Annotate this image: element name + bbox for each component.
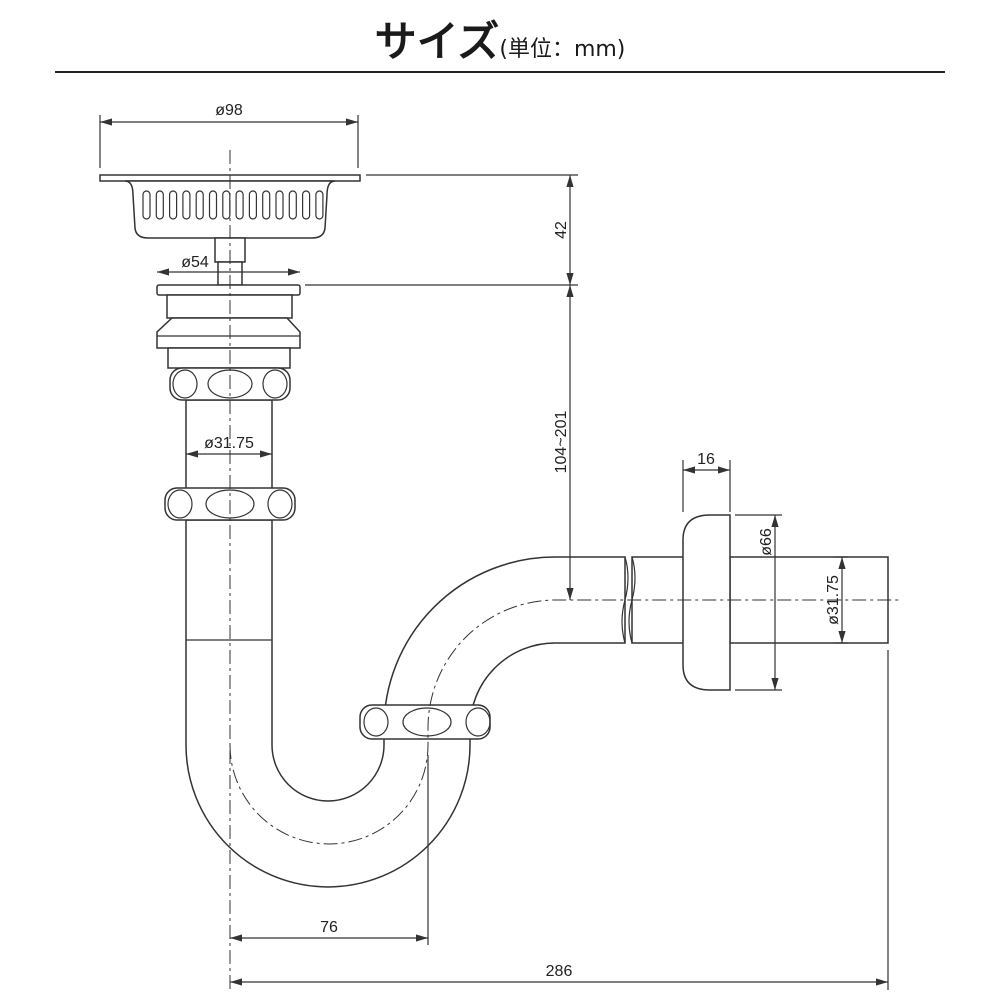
- dim-trap-width: 76: [320, 919, 338, 936]
- strainer-slot: [248, 190, 257, 220]
- strainer-slot: [288, 190, 297, 220]
- dim-escutcheon-thickness: 16: [697, 451, 715, 468]
- strainer-slot: [142, 190, 151, 220]
- dim-flange-diameter: ø54: [181, 254, 209, 271]
- title-main: サイズ: [374, 17, 500, 66]
- strainer-slot: [182, 190, 191, 220]
- centerlines: [229, 150, 900, 990]
- dim-pipe-diameter-vertical: ø31.75: [204, 435, 254, 452]
- page-title: サイズ(単位：mm): [0, 8, 1000, 69]
- strainer-slot: [315, 190, 324, 220]
- dim-total-width: 286: [546, 963, 573, 980]
- strainer-slot: [195, 190, 204, 220]
- dim-escutcheon-diameter: ø66: [758, 528, 775, 556]
- strainer-slot: [262, 190, 271, 220]
- strainer-slot: [155, 190, 164, 220]
- strainer-slot: [275, 190, 284, 220]
- dimension-lines: [99, 115, 889, 990]
- title-unit: (単位：mm): [499, 37, 626, 62]
- strainer-slot: [208, 190, 218, 220]
- nut-trap: [359, 704, 491, 740]
- strainer-slot: [302, 190, 311, 220]
- strainer-slot: [235, 190, 244, 220]
- trap-pipe: [185, 514, 889, 888]
- strainer-slot: [169, 190, 178, 220]
- dim-height-range: 104~201: [553, 411, 570, 474]
- dim-strainer-height: 42: [553, 221, 570, 239]
- dim-strainer-diameter: ø98: [215, 102, 243, 119]
- dim-pipe-diameter-horizontal: ø31.75: [825, 575, 842, 625]
